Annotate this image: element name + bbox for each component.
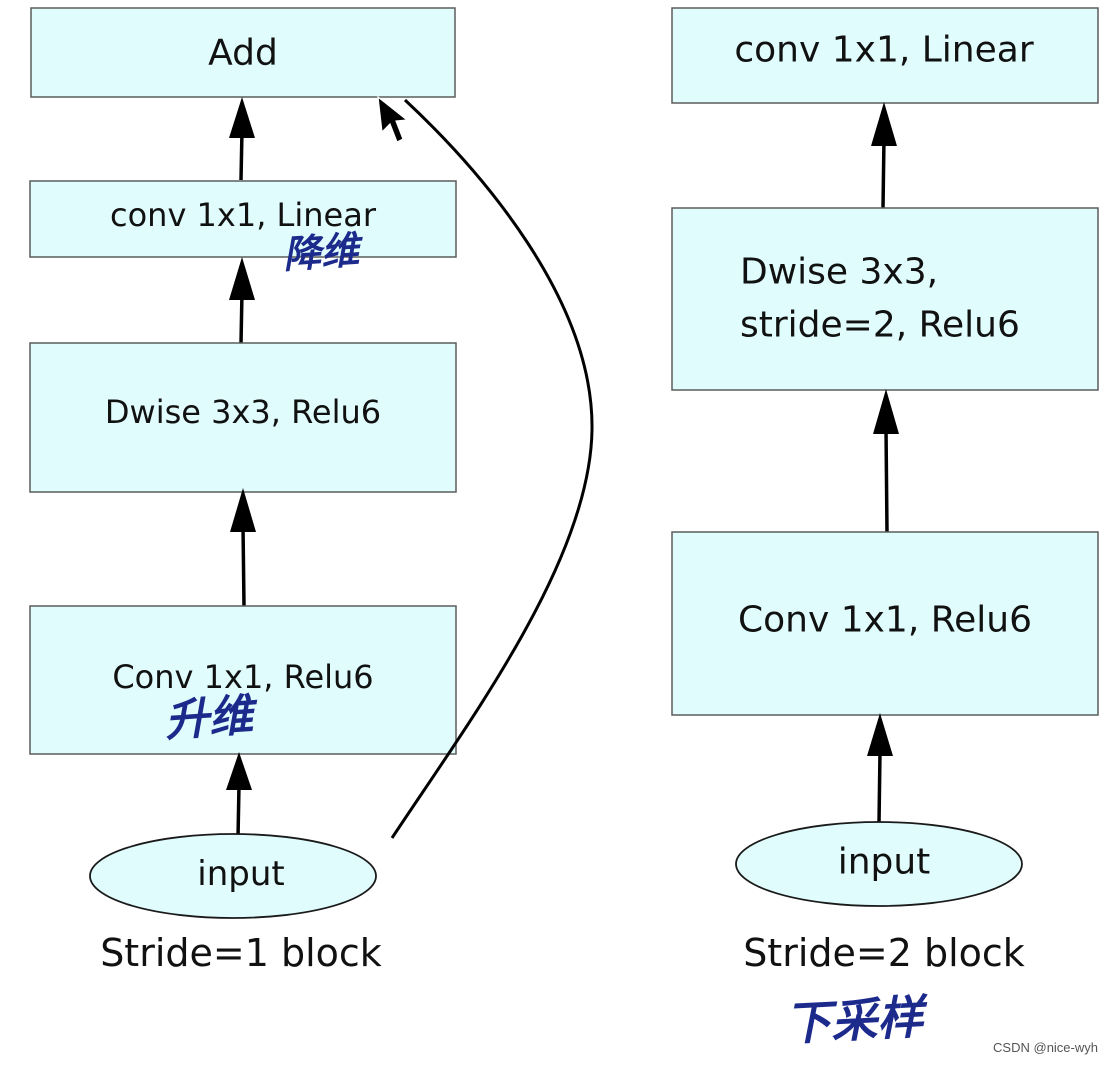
s2-conv-linear-node: conv 1x1, Linear [671, 7, 1099, 104]
arrow-expand-to-dwise [230, 488, 256, 607]
s2-dwise-label-line2: stride=2, Relu6 [740, 305, 1020, 346]
s2-input-node: input [735, 821, 1023, 907]
s2-arrow-expand-to-dwise [873, 389, 899, 533]
dwise-label: Dwise 3x3, Relu6 [105, 393, 381, 431]
dim-expand-note: 升维 [163, 690, 260, 747]
arrow-dwise-to-linear [229, 257, 255, 344]
watermark: CSDN @nice-wyh [993, 1040, 1098, 1055]
arrow-input-to-expand [226, 752, 252, 839]
s2-arrow-dwise-to-linear [871, 102, 897, 209]
add-label: Add [208, 33, 278, 74]
s2-input-label: input [838, 842, 931, 883]
stride1-caption: Stride=1 block [100, 931, 382, 975]
s2-dwise-node: Dwise 3x3, stride=2, Relu6 [671, 207, 1099, 391]
s2-conv-relu-label: Conv 1x1, Relu6 [738, 600, 1032, 641]
input-node: input [89, 833, 377, 919]
conv-relu-label: Conv 1x1, Relu6 [112, 658, 373, 696]
input-label: input [197, 854, 284, 894]
downsample-note: 下采样 [784, 990, 931, 1051]
stride2-caption: Stride=2 block [743, 931, 1025, 975]
conv-relu-node: Conv 1x1, Relu6 升维 [29, 605, 457, 755]
stride2-block: conv 1x1, Linear Dwise 3x3, stride=2, Re… [671, 7, 1099, 1051]
skip-connection [377, 95, 594, 839]
dim-reduce-note: 降维 [282, 227, 366, 277]
s2-dwise-label-line1: Dwise 3x3, [740, 252, 938, 293]
s2-conv-linear-label: conv 1x1, Linear [734, 30, 1033, 71]
dwise-node: Dwise 3x3, Relu6 [29, 342, 457, 493]
s2-conv-relu-node: Conv 1x1, Relu6 [671, 531, 1099, 716]
stride1-block: Add conv 1x1, Linear 降维 Dwise 3x3, Relu6 [29, 7, 594, 975]
add-node: Add [30, 7, 456, 98]
s2-arrow-input-to-expand [867, 713, 893, 824]
conv-linear-label: conv 1x1, Linear [110, 196, 377, 234]
conv-linear-node: conv 1x1, Linear 降维 [29, 180, 457, 277]
skip-arrow-head [377, 95, 409, 143]
arrow-linear-to-add [229, 97, 255, 181]
